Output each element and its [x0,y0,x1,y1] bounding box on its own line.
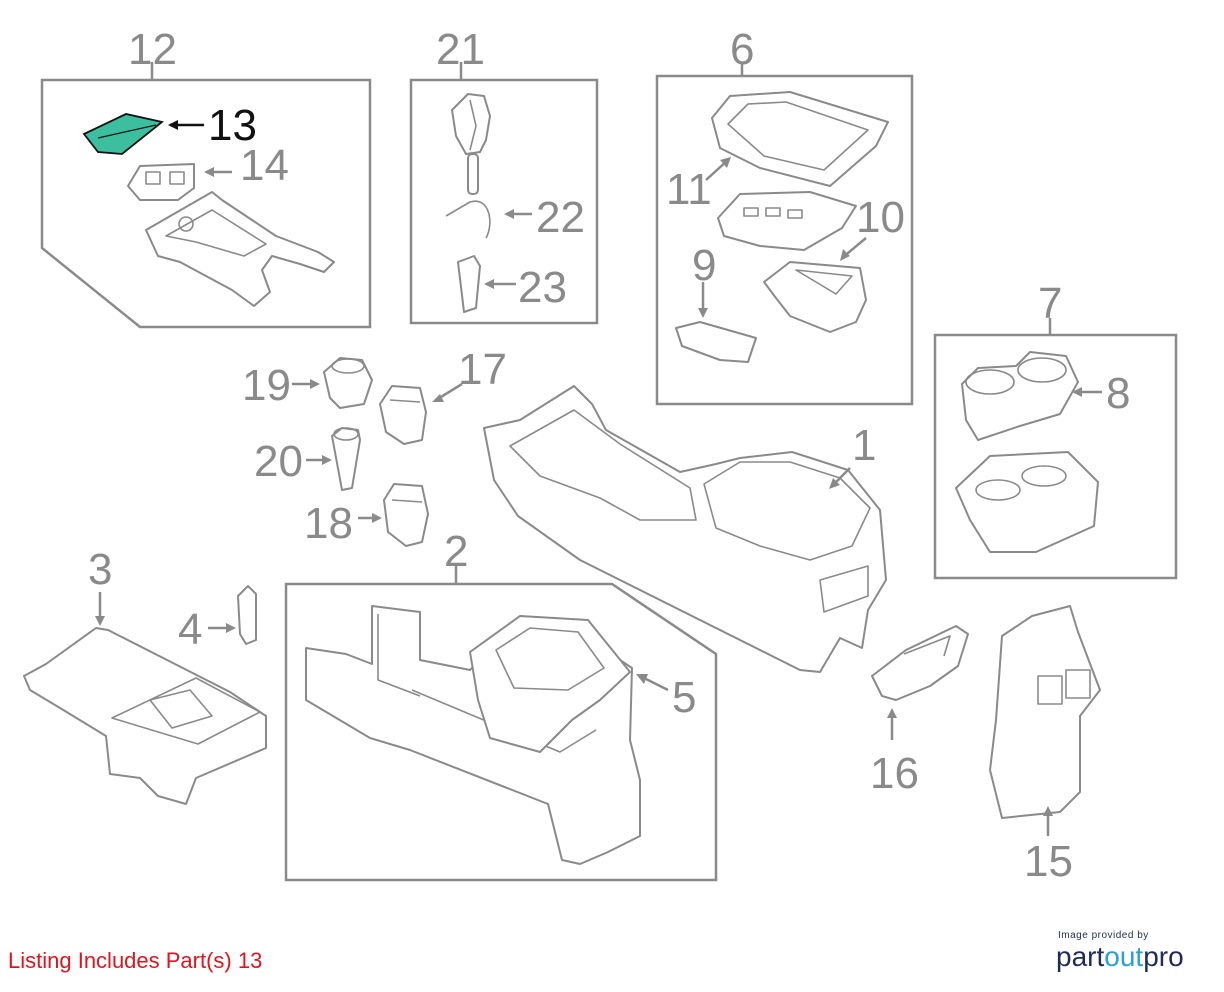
callout-14: 14 [240,141,289,190]
part-10-panel[interactable] [717,191,857,251]
callout-5: 5 [672,673,696,722]
group-6-frame [655,74,914,406]
part-3-bracket[interactable] [23,592,267,805]
callout-12: 12 [128,25,177,74]
callout-23: 23 [518,263,567,312]
part-22-clip[interactable] [445,200,491,239]
callout-8: 8 [1106,369,1130,418]
group-7-frame [933,333,1178,580]
callout-2: 2 [444,527,468,576]
callout-4: 4 [178,605,202,654]
part-11-lid[interactable] [711,91,889,187]
group-6 [655,62,914,406]
group-12-frame [40,78,372,329]
part-19-outlet[interactable] [292,357,373,409]
callout-20: 20 [254,437,303,486]
part-14-switch[interactable] [127,163,195,201]
callout-13: 13 [208,101,257,150]
part-13-trim[interactable] [82,113,165,155]
callout-1: 1 [852,421,876,470]
partoutpro-logo[interactable]: partoutpro [1056,941,1184,972]
callout-9: 9 [692,241,716,290]
part-20-socket[interactable] [306,427,361,491]
credit-line: Image provided by [1058,930,1149,941]
group-2 [284,566,718,882]
callout-18: 18 [304,499,353,548]
part-21-shift-knob[interactable] [451,93,491,155]
callout-19: 19 [242,361,291,410]
part-7-cup-holder[interactable] [955,451,1099,553]
part-23-boot[interactable] [457,255,481,313]
group-2-frame [284,582,718,882]
part-15-rear-panel[interactable] [989,605,1101,836]
part-16-trim[interactable] [871,625,969,740]
part-12-bezel[interactable] [145,191,335,307]
group-21-frame [409,78,599,325]
callout-7: 7 [1038,279,1062,328]
part-1-console[interactable] [483,385,887,673]
callout-6: 6 [730,25,754,74]
callout-17: 17 [458,345,507,394]
part-9-bracket[interactable] [675,321,757,363]
callout-10: 10 [856,193,905,242]
part-4-clip[interactable] [208,585,257,645]
group-21 [409,62,599,325]
callout-16: 16 [870,749,919,798]
part-5-bin[interactable] [469,615,631,753]
part-8-cup-insert[interactable] [961,351,1079,441]
group-7 [933,318,1178,580]
callout-21: 21 [436,25,485,74]
part-17-switch[interactable] [379,382,463,445]
part-18-switch[interactable] [358,483,429,547]
group-12 [40,62,372,329]
callout-22: 22 [536,193,585,242]
callout-3: 3 [88,545,112,594]
callout-15: 15 [1024,837,1073,886]
listing-note: Listing Includes Part(s) 13 [8,948,263,973]
callout-11: 11 [666,165,712,214]
image-credit: Image provided by partoutpro [1056,930,1216,973]
